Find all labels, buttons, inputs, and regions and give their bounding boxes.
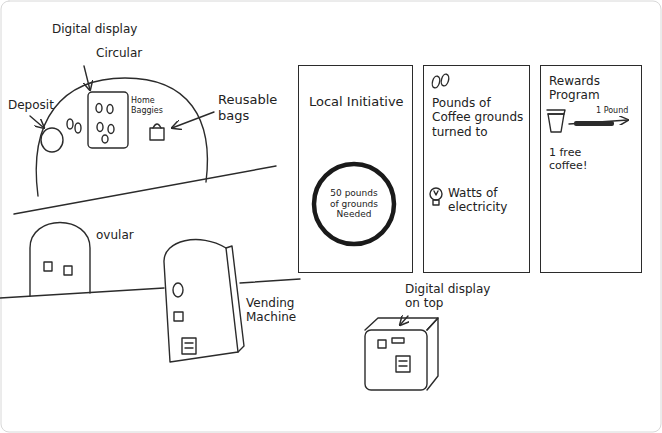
circle-ring — [314, 164, 394, 244]
energy-panel: Pounds of Coffee grounds turned to Watts … — [423, 65, 530, 273]
screen-text: Home Baggies — [131, 96, 169, 115]
goal-text: 50 pounds of grounds Needed — [327, 188, 381, 220]
ovular-kiosk — [0, 223, 164, 299]
callout-label: Digital display on top — [405, 282, 505, 311]
cube-kiosk — [365, 316, 438, 390]
panel-heading: Local Initiative — [309, 94, 404, 110]
rewards-panel: Rewards Program 1 Pound 1 free coffee! — [540, 65, 642, 273]
callout-label: Circular — [96, 46, 158, 60]
small-note: 1 Pound — [596, 106, 640, 116]
callout-label: Deposit — [8, 98, 68, 112]
callout-label: Vending Machine — [246, 296, 310, 325]
callout-label: ovular — [96, 228, 156, 242]
panel-text: 1 free coffee! — [549, 146, 611, 172]
panel-heading: Rewards Program — [549, 74, 637, 103]
callout-label: Digital display — [52, 22, 162, 36]
initiative-panel: Local Initiative 50 pounds of grounds Nee… — [298, 65, 413, 273]
goal-circle: 50 pounds of grounds Needed — [311, 161, 397, 247]
panel-text: Pounds of Coffee grounds turned to — [432, 96, 524, 139]
panel-text: Watts of electricity — [448, 186, 526, 215]
dome-kiosk — [14, 66, 276, 214]
callout-label: Reusable bags — [218, 92, 290, 123]
